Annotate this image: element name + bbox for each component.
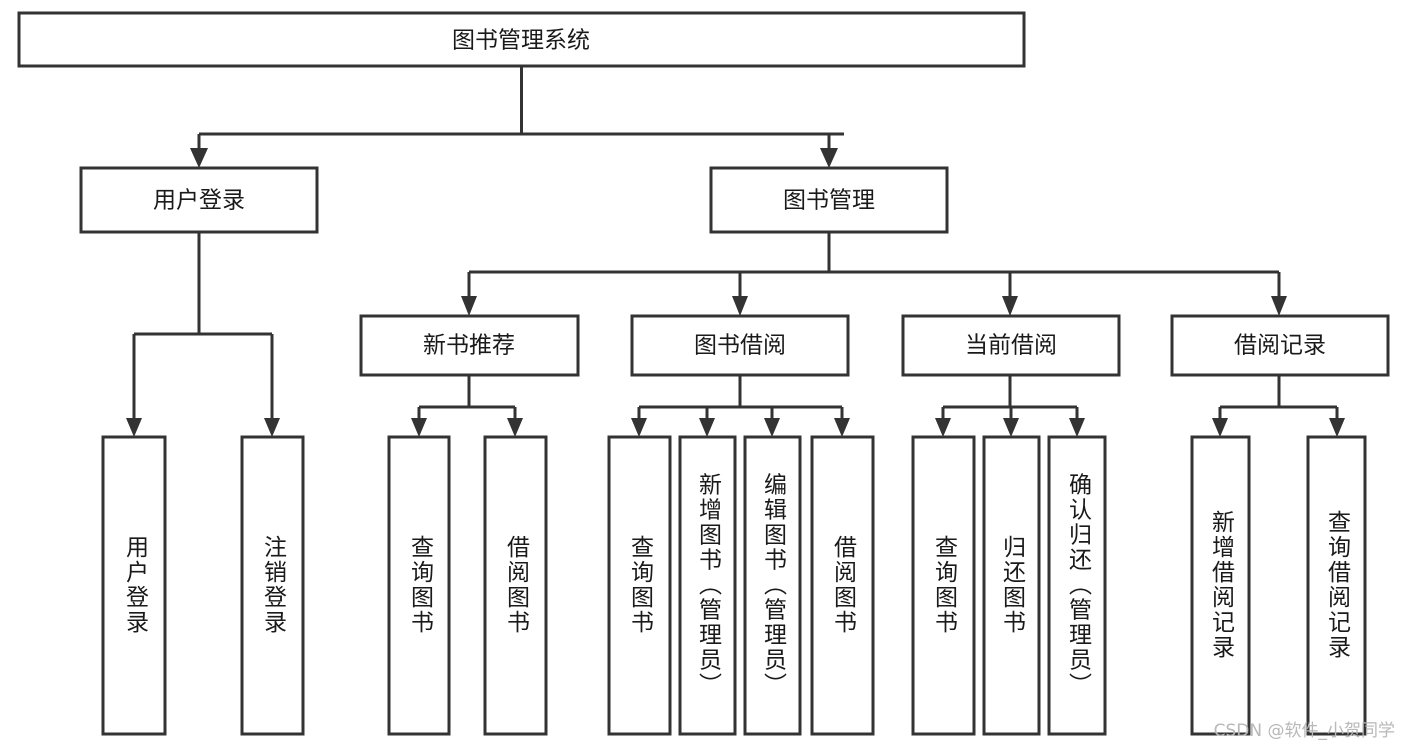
- node-leaf-user-login[interactable]: 用户登录: [101, 435, 167, 736]
- node-book-borrow-box[interactable]: [630, 314, 850, 377]
- arrow-to-leaf-logout: [264, 418, 280, 437]
- node-root-box[interactable]: [17, 11, 1026, 68]
- node-leaf-add-borrow-record-label: 新增借阅记录: [1208, 510, 1236, 660]
- node-new-book-recommend-label: 新书推荐: [423, 333, 515, 359]
- arrow-to-leaf-borrow-book: [834, 418, 850, 437]
- arrow-to-book-manage: [820, 148, 838, 168]
- node-leaf-borrow-book[interactable]: 借阅图书: [810, 435, 875, 736]
- node-leaf-logout-label: 注销登录: [260, 535, 288, 635]
- node-layer: 图书管理系统 用户登录 图书管理 新书推荐 图书借阅 当前: [17, 11, 1390, 736]
- node-leaf-query-book-rec-box[interactable]: [387, 435, 451, 736]
- node-leaf-query-book-borrow[interactable]: 查询图书: [607, 435, 672, 736]
- node-leaf-add-borrow-record[interactable]: 新增借阅记录: [1190, 435, 1251, 736]
- node-leaf-borrow-book-rec-box[interactable]: [483, 435, 548, 736]
- arrow-to-leaf-borrow-book-rec: [507, 418, 523, 437]
- node-user-login-box[interactable]: [79, 166, 319, 234]
- arrow-to-leaf-query-book-borrow: [631, 418, 647, 437]
- node-leaf-query-book-borrow-label: 查询图书: [627, 535, 655, 635]
- node-user-login[interactable]: 用户登录: [79, 166, 319, 234]
- node-leaf-add-borrow-record-box[interactable]: [1190, 435, 1251, 736]
- node-book-manage-box[interactable]: [709, 166, 949, 234]
- node-leaf-borrow-book-rec[interactable]: 借阅图书: [483, 435, 548, 736]
- arrow-to-borrow-record: [1271, 296, 1287, 316]
- node-leaf-borrow-book-label: 借阅图书: [830, 535, 858, 635]
- arrow-to-leaf-query-book-rec: [411, 418, 427, 437]
- arrow-to-current-borrow: [1002, 296, 1018, 316]
- node-leaf-query-borrow-record[interactable]: 查询借阅记录: [1306, 435, 1367, 736]
- node-leaf-user-login-label: 用户登录: [122, 535, 150, 635]
- arrow-to-leaf-confirm-return-admin: [1069, 418, 1085, 437]
- node-leaf-return-book[interactable]: 归还图书: [982, 435, 1041, 736]
- node-leaf-borrow-book-rec-label: 借阅图书: [503, 535, 531, 635]
- arrow-to-user-login: [190, 148, 208, 168]
- node-new-book-recommend[interactable]: 新书推荐: [359, 314, 580, 377]
- node-leaf-query-book-current[interactable]: 查询图书: [911, 435, 976, 736]
- arrow-to-book-borrow: [732, 296, 748, 316]
- node-leaf-edit-book-admin-box[interactable]: [743, 435, 802, 736]
- arrow-to-leaf-query-borrow-record: [1329, 418, 1345, 437]
- node-leaf-query-borrow-record-box[interactable]: [1306, 435, 1367, 736]
- node-borrow-record-box[interactable]: [1170, 314, 1390, 377]
- node-leaf-query-book-borrow-box[interactable]: [607, 435, 672, 736]
- arrow-to-new-book-recommend: [461, 296, 477, 316]
- node-leaf-confirm-return-admin[interactable]: 确认归还（管理员）: [1047, 435, 1107, 736]
- node-leaf-logout[interactable]: 注销登录: [240, 435, 305, 736]
- node-borrow-record[interactable]: 借阅记录: [1170, 314, 1390, 377]
- node-leaf-query-book-current-box[interactable]: [911, 435, 976, 736]
- node-leaf-confirm-return-admin-box[interactable]: [1047, 435, 1107, 736]
- node-leaf-edit-book-admin-label: 编辑图书（管理员）: [760, 473, 788, 698]
- node-book-borrow-label: 图书借阅: [694, 333, 786, 359]
- node-leaf-borrow-book-box[interactable]: [810, 435, 875, 736]
- node-leaf-confirm-return-admin-label: 确认归还（管理员）: [1065, 473, 1093, 698]
- node-book-manage[interactable]: 图书管理: [709, 166, 949, 234]
- arrow-to-leaf-add-book-admin: [699, 418, 715, 437]
- arrow-to-leaf-edit-book-admin: [764, 418, 780, 437]
- node-book-borrow[interactable]: 图书借阅: [630, 314, 850, 377]
- node-root[interactable]: 图书管理系统: [17, 11, 1026, 68]
- node-leaf-query-book-current-label: 查询图书: [931, 535, 959, 635]
- node-leaf-add-book-admin[interactable]: 新增图书（管理员）: [678, 435, 737, 736]
- connector-layer: [126, 66, 1345, 437]
- node-new-book-recommend-box[interactable]: [359, 314, 580, 377]
- arrow-to-leaf-add-borrow-record: [1212, 418, 1228, 437]
- node-leaf-user-login-box[interactable]: [101, 435, 167, 736]
- node-current-borrow-box[interactable]: [901, 314, 1121, 377]
- node-user-login-label: 用户登录: [153, 188, 245, 214]
- node-leaf-return-book-box[interactable]: [982, 435, 1041, 736]
- arrow-to-leaf-return-book: [1003, 418, 1019, 437]
- node-leaf-logout-box[interactable]: [240, 435, 305, 736]
- node-current-borrow[interactable]: 当前借阅: [901, 314, 1121, 377]
- node-root-label: 图书管理系统: [452, 28, 590, 54]
- arrow-to-leaf-query-book-current: [935, 418, 951, 437]
- node-borrow-record-label: 借阅记录: [1234, 333, 1326, 359]
- node-leaf-add-book-admin-label: 新增图书（管理员）: [695, 473, 723, 698]
- node-current-borrow-label: 当前借阅: [965, 333, 1057, 359]
- node-leaf-return-book-label: 归还图书: [999, 535, 1027, 635]
- node-leaf-query-book-rec[interactable]: 查询图书: [387, 435, 451, 736]
- node-book-manage-label: 图书管理: [783, 188, 875, 214]
- node-leaf-query-book-rec-label: 查询图书: [407, 535, 435, 635]
- arrow-to-leaf-user-login: [126, 418, 142, 437]
- node-leaf-query-borrow-record-label: 查询借阅记录: [1324, 510, 1352, 660]
- node-leaf-add-book-admin-box[interactable]: [678, 435, 737, 736]
- node-leaf-edit-book-admin[interactable]: 编辑图书（管理员）: [743, 435, 802, 736]
